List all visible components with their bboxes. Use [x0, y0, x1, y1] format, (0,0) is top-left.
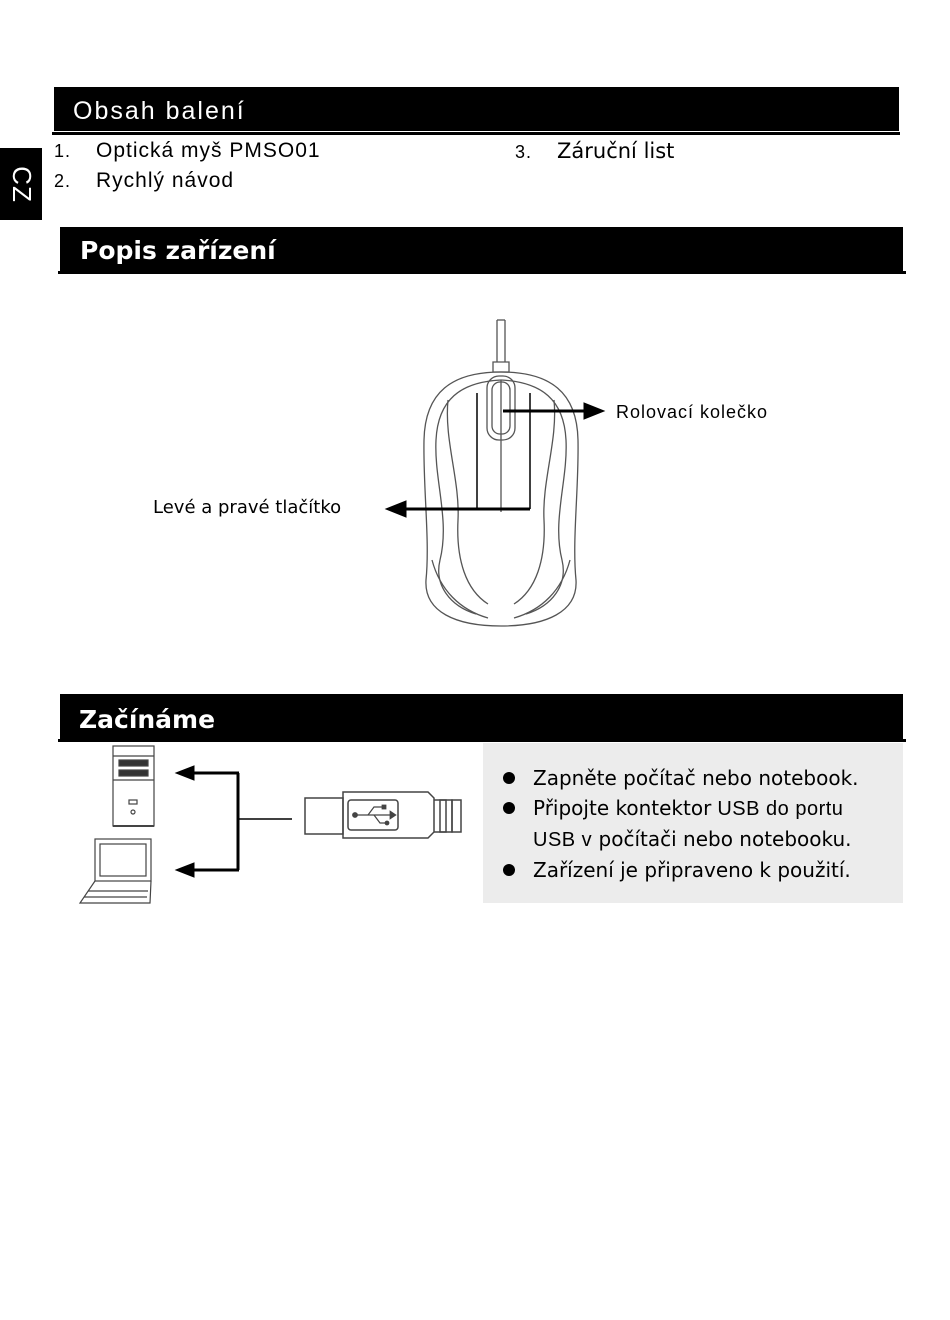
usb-connector-icon — [304, 791, 462, 839]
section-title-getting-started: Začínáme — [60, 694, 903, 740]
bullet-icon — [503, 772, 515, 784]
package-item-warranty: 3. Záruční list — [515, 139, 674, 164]
section-title-package: Obsah balení — [54, 87, 899, 131]
bullet-icon — [503, 802, 515, 814]
steps-panel: Zapněte počítač nebo notebook. Připojte … — [483, 743, 903, 903]
package-item-number: 1. — [54, 141, 72, 161]
package-item-number: 3. — [515, 142, 533, 162]
laptop-icon — [78, 838, 152, 904]
step-item: Zapněte počítač nebo notebook. — [501, 763, 859, 793]
package-item-text: Optická myš PMSO01 — [96, 139, 321, 162]
step-text: Zařízení je připraveno k použití. — [533, 858, 851, 882]
callout-buttons: Levé a pravé tlačítko — [153, 497, 342, 518]
package-item-quick-guide: 2. Rychlý návod — [54, 169, 234, 193]
bullet-icon — [503, 864, 515, 876]
package-item-mouse: 1. Optická myš PMSO01 — [54, 139, 321, 163]
section-rule-description — [58, 271, 906, 274]
desktop-tower-icon — [112, 745, 155, 827]
steps-list: Zapněte počítač nebo notebook. Připojte … — [501, 763, 859, 885]
step-text: Připojte kontektor — [533, 796, 712, 820]
package-item-text: Záruční list — [557, 139, 675, 163]
step-text: počítači nebo notebooku. — [592, 827, 852, 851]
package-item-number: 2. — [54, 171, 72, 191]
section-title-description: Popis zařízení — [60, 227, 903, 271]
callout-lines — [384, 393, 606, 518]
language-tab: CZ — [0, 148, 42, 220]
mouse-illustration — [423, 319, 579, 627]
section-rule-getting-started — [58, 739, 906, 742]
callout-scroll-wheel: Rolovací kolečko — [616, 402, 769, 422]
step-item: Zařízení je připraveno k použití. — [501, 855, 859, 885]
step-text: USB do portu — [711, 798, 844, 820]
step-text: Zapněte počítač nebo notebook. — [533, 766, 859, 790]
step-text: USB v — [533, 829, 593, 851]
section-rule-package — [52, 132, 900, 135]
connection-arrows — [174, 765, 292, 878]
package-item-text: Rychlý návod — [96, 169, 235, 192]
